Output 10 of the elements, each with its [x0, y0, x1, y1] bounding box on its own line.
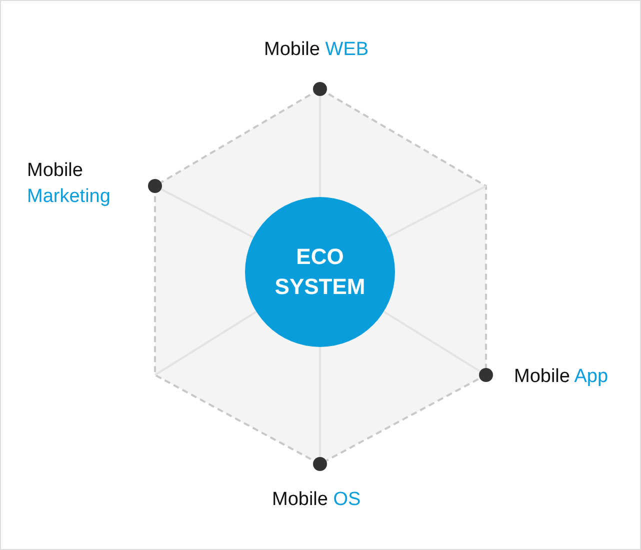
- spoke-line: [383, 310, 481, 372]
- vertex-dot: [479, 368, 493, 382]
- vertex-label: Mobile App: [514, 365, 608, 389]
- vertex-label: Mobile Marketing: [27, 159, 110, 209]
- vertex-label: Mobile OS: [272, 488, 361, 512]
- spoke-line: [160, 188, 254, 238]
- vertex-dot: [148, 179, 162, 193]
- vertex-dot: [313, 82, 327, 96]
- vertex-dot: [313, 457, 327, 471]
- vertex-label: Mobile WEB: [264, 38, 369, 62]
